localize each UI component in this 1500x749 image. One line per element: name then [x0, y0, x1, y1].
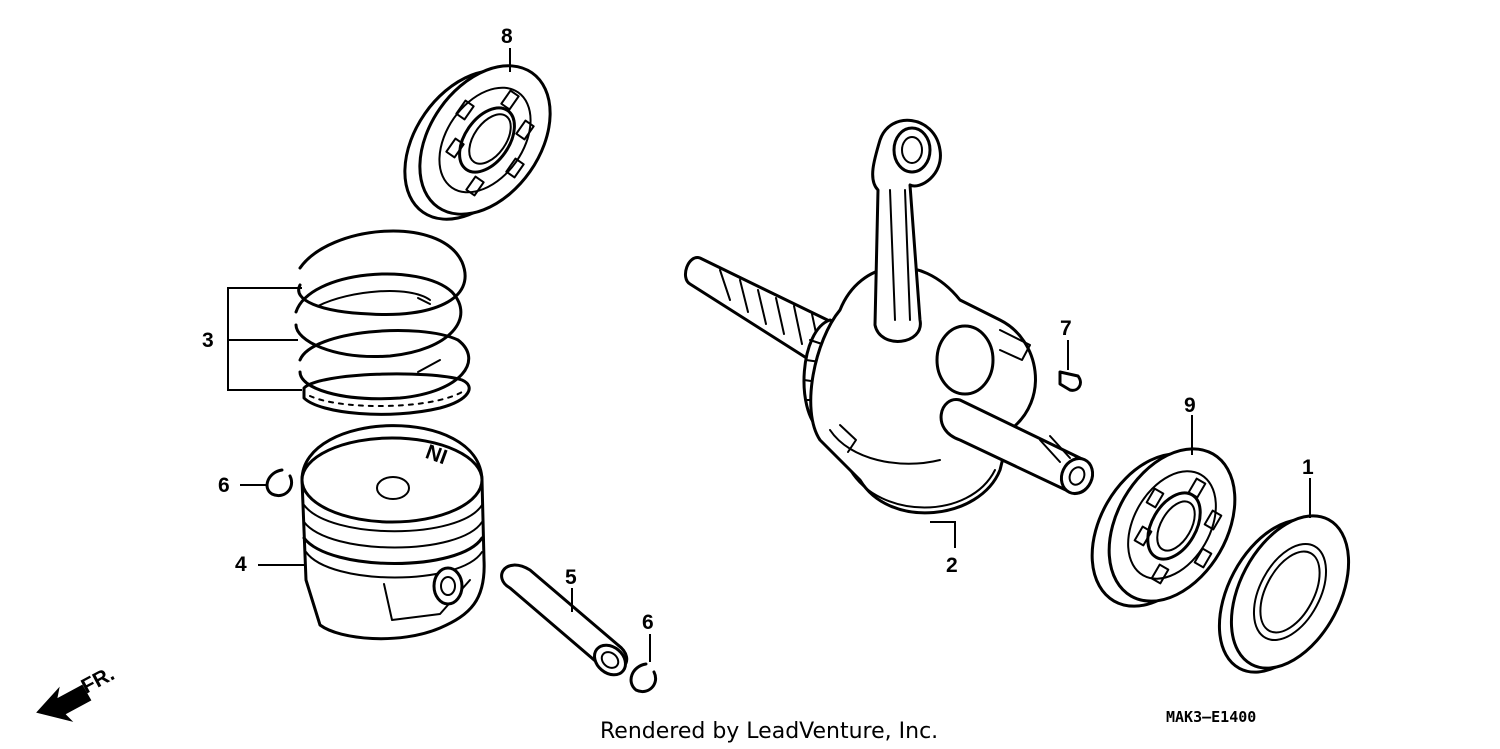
- front-direction-indicator: FR.: [36, 662, 118, 722]
- callout-5[interactable]: 5: [565, 566, 577, 589]
- callout-9[interactable]: 9: [1184, 394, 1196, 417]
- leader-lines: [227, 48, 1311, 662]
- diagram-code: MAK3–E1400: [1166, 708, 1256, 726]
- callout-6-right[interactable]: 6: [642, 611, 654, 634]
- part-7-woodruff-key[interactable]: [1058, 370, 1082, 392]
- part-9-bearing[interactable]: [1066, 426, 1260, 628]
- part-5-piston-pin[interactable]: [500, 563, 632, 681]
- part-3-piston-rings[interactable]: [294, 229, 471, 416]
- part-2-crankshaft[interactable]: [684, 118, 1098, 515]
- callout-2[interactable]: 2: [946, 554, 958, 577]
- callout-6-left[interactable]: 6: [218, 474, 230, 497]
- part-6-clip-left[interactable]: [265, 468, 293, 497]
- front-arrow-icon: [36, 684, 92, 722]
- callout-1[interactable]: 1: [1302, 456, 1314, 479]
- part-6-clip-right[interactable]: [629, 662, 657, 693]
- footer-credit: Rendered by LeadVenture, Inc.: [600, 719, 938, 744]
- callout-3[interactable]: 3: [202, 329, 214, 352]
- callout-4[interactable]: 4: [235, 553, 247, 576]
- part-8-bearing[interactable]: [378, 41, 577, 243]
- part-4-piston[interactable]: IN: [300, 424, 486, 641]
- callout-7[interactable]: 7: [1060, 317, 1072, 340]
- callouts: 8 3 6 4 5 6 7 2 9 1: [202, 25, 1314, 634]
- part-1-oil-seal[interactable]: [1195, 496, 1372, 692]
- callout-8[interactable]: 8: [501, 25, 513, 48]
